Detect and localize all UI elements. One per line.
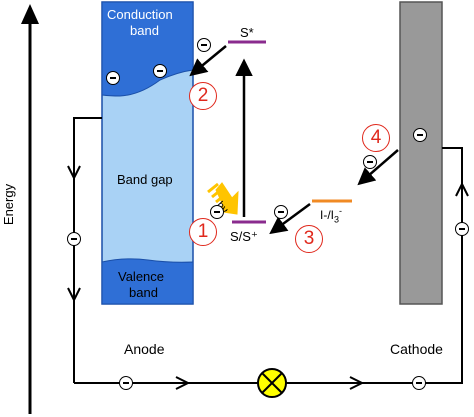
- electron-icon: [363, 155, 377, 169]
- electron-icon: [106, 71, 120, 85]
- electron-icon: [413, 128, 427, 142]
- redox-label-rest: -/I: [323, 208, 335, 222]
- regeneration-arrow: [269, 202, 311, 235]
- electron-icon: [67, 232, 81, 246]
- reduction-arrow: [357, 149, 399, 186]
- step-4-badge: 4: [362, 124, 390, 152]
- electron-icon: [153, 64, 167, 78]
- energy-axis-label: Energy: [1, 183, 17, 226]
- circuit-arrow-bottom-1: [175, 376, 191, 390]
- circuit-arrow-bottom-2: [349, 376, 365, 390]
- cathode-body: [399, 1, 443, 305]
- anode-label: Anode: [124, 341, 165, 357]
- electron-icon: [455, 222, 469, 236]
- valence-band-label-line2: band: [129, 285, 158, 300]
- electron-icon: [412, 376, 426, 390]
- electron-icon: [210, 205, 224, 219]
- step-1-badge: 1: [189, 218, 217, 246]
- photon-stripe-2: [211, 187, 223, 199]
- dye-ground-label: S/S⁺: [230, 229, 258, 244]
- cathode-label: Cathode: [390, 341, 443, 357]
- conduction-band-label-line2: band: [130, 23, 159, 38]
- valence-band: [101, 258, 194, 305]
- electron-icon: [274, 205, 288, 219]
- step-2-badge: 2: [189, 82, 217, 110]
- lamp-cross-b: [261, 372, 283, 394]
- band-gap-label: Band gap: [117, 172, 173, 187]
- conduction-band: [101, 1, 194, 97]
- circuit-arrow-left-1: [67, 165, 81, 181]
- step-3-badge: 3: [295, 225, 323, 253]
- photon-stripe-1: [207, 182, 219, 194]
- dye-excited-label: S*: [240, 25, 254, 40]
- circuit-arrow-left-2: [67, 287, 81, 303]
- valence-band-label-line1: Valence: [118, 269, 165, 284]
- redox-label-base: I: [320, 208, 324, 222]
- circuit-left-wire: [73, 117, 102, 383]
- circuit-arrow-right-1: [455, 181, 469, 197]
- conduction-band-label-line1: Conduction: [107, 7, 173, 22]
- redox-label-sub: 3: [334, 214, 340, 225]
- redox-label-sup: -: [339, 206, 343, 216]
- electron-icon: [119, 376, 133, 390]
- energy-axis-arrowhead: [21, 4, 39, 24]
- electron-icon: [197, 38, 211, 52]
- injection-arrow: [189, 45, 227, 77]
- redox-label: I-/I3-: [320, 207, 342, 224]
- photon-stripe-3: [215, 192, 227, 204]
